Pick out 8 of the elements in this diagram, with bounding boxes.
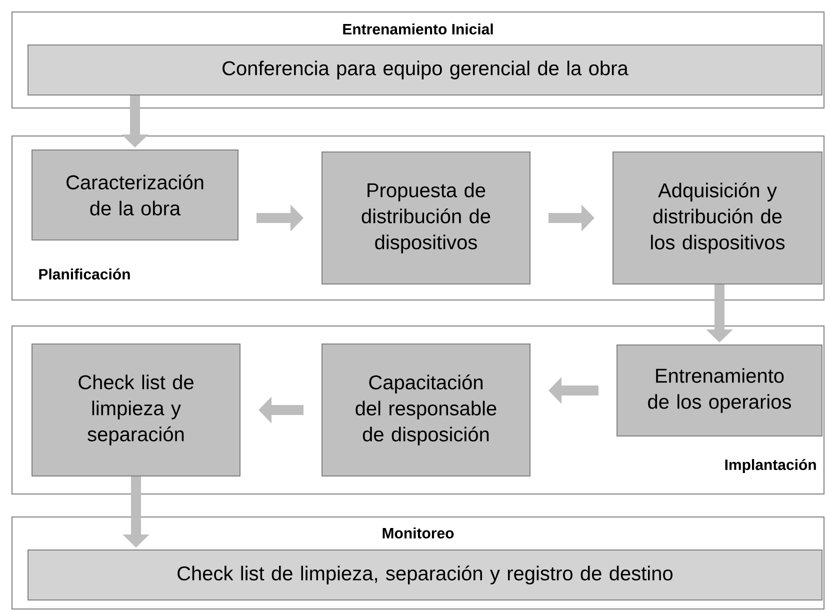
process-box: Conferencia para equipo gerencial de la obra (28, 44, 822, 96)
process-box: Caracterización de la obra (32, 150, 238, 240)
process-box: Propuesta de distribución de dispositivos (322, 152, 530, 284)
process-box: Check list de limpieza, separación y registro de destino (28, 550, 822, 600)
process-box: Capacitación del responsable de disposición (322, 344, 530, 476)
process-box: Entrenamiento de los operarios (616, 344, 822, 436)
process-box: Check list de limpieza y separación (32, 344, 240, 476)
process-box: Adquisición y distribución de los dispositivos (612, 152, 822, 284)
